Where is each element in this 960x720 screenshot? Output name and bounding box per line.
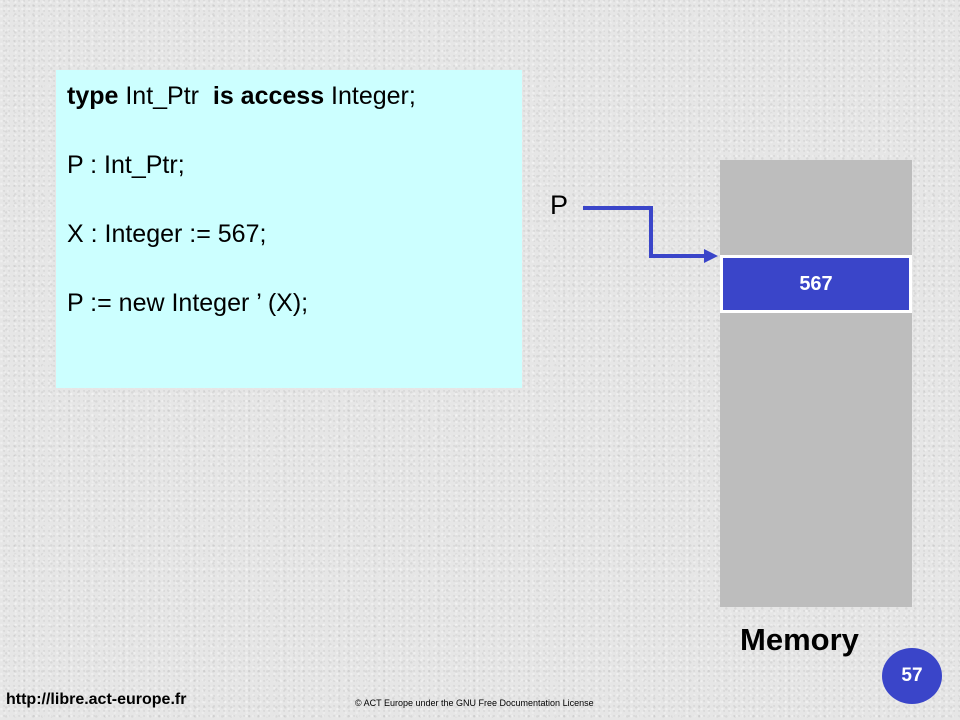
- footer-copyright: © ACT Europe under the GNU Free Document…: [355, 698, 594, 708]
- memory-cell: 567: [720, 255, 912, 313]
- memory-column: [720, 160, 912, 607]
- memory-label: Memory: [740, 622, 859, 657]
- page-number: 57: [901, 665, 923, 686]
- code-box: type Int_Ptr is access Integer; P : Int_…: [56, 70, 522, 388]
- pointer-label: P: [550, 190, 569, 220]
- memory-cell-value: 567: [799, 272, 833, 295]
- code-line-allocation: P := new Integer ’ (X);: [67, 289, 309, 317]
- keyword-is-access: is access: [212, 82, 325, 110]
- pointer-arrow-icon: [583, 206, 718, 263]
- footer-url[interactable]: http://libre.act-europe.fr: [6, 691, 187, 708]
- code-line-type-declaration: type Int_Ptr is access Integer;: [67, 82, 522, 111]
- code-line-pointer-declaration: P : Int_Ptr;: [67, 151, 185, 179]
- page-number-badge: 57: [882, 648, 942, 704]
- code-text: Integer;: [324, 82, 416, 110]
- code-line-variable-declaration: X : Integer := 567;: [67, 220, 267, 248]
- keyword-type: type: [67, 82, 119, 110]
- code-text: Int_Ptr: [118, 82, 213, 110]
